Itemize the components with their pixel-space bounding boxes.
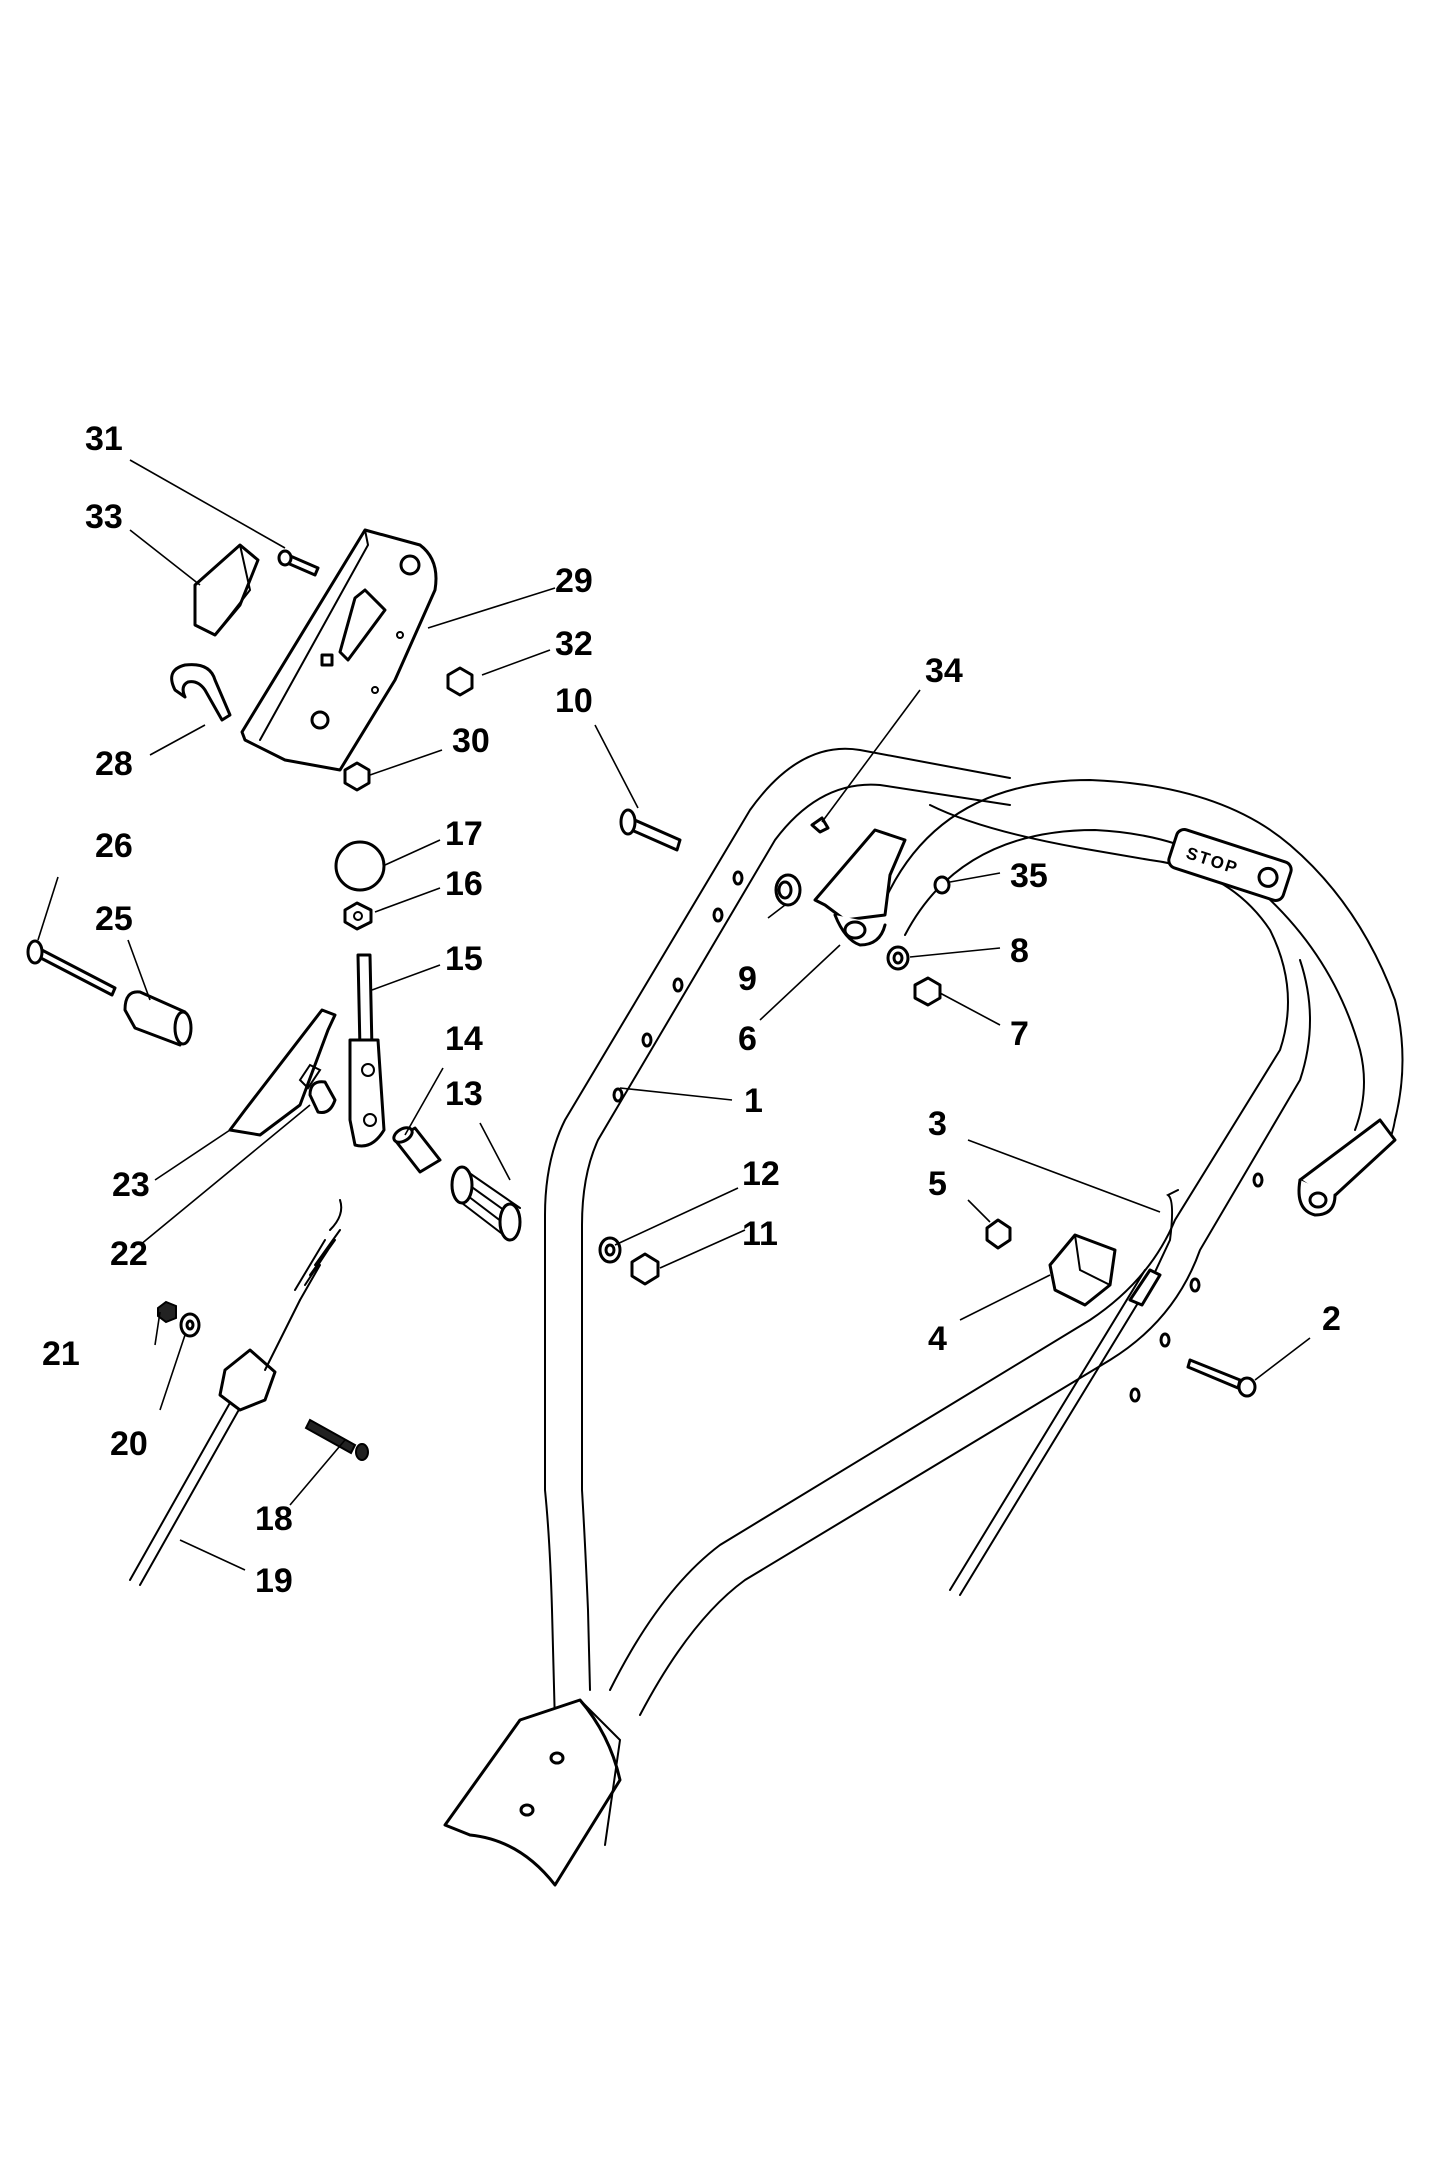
- callout-23: 23: [112, 1166, 150, 1204]
- callout-29: 29: [555, 562, 593, 600]
- callout-18: 18: [255, 1500, 293, 1538]
- part-2-screw: [1186, 1358, 1257, 1398]
- part-22-bushing: [308, 1080, 337, 1114]
- callout-3: 3: [928, 1105, 947, 1143]
- callout-17: 17: [445, 815, 483, 853]
- callout-28: 28: [95, 745, 133, 783]
- part-33-cover: [193, 543, 260, 637]
- part-21-nut: [157, 1300, 177, 1324]
- part-28-u-bolt: [170, 663, 232, 722]
- callout-32: 32: [555, 625, 593, 663]
- callout-8: 8: [1010, 932, 1029, 970]
- part-25-spacer: [123, 990, 193, 1047]
- part-17-knob: [334, 840, 386, 892]
- callout-21: 21: [42, 1335, 80, 1373]
- part-18-screw: [304, 1418, 369, 1461]
- part-3-cable: [949, 1189, 1179, 1596]
- callout-30: 30: [452, 722, 490, 760]
- callout-15: 15: [445, 940, 483, 978]
- callout-16: 16: [445, 865, 483, 903]
- callout-labels: 1 2 3 4 5 6 7 8 9 10 11 12 13 14 15 16 1…: [42, 420, 1341, 1600]
- part-26-bolt: [26, 939, 117, 997]
- callout-31: 31: [85, 420, 123, 458]
- callout-1: 1: [744, 1082, 763, 1120]
- frame-foot: [443, 1698, 622, 1887]
- part-19-cable: [129, 1199, 343, 1586]
- callout-34: 34: [925, 652, 963, 690]
- leader-lines: [37, 459, 1311, 1571]
- callout-14: 14: [445, 1020, 483, 1058]
- frame-hardware: [598, 808, 1012, 1286]
- stop-badge: STOP: [1167, 828, 1293, 902]
- callout-7: 7: [1010, 1015, 1029, 1053]
- part-16-nut: [343, 901, 373, 931]
- callout-20: 20: [110, 1425, 148, 1463]
- part-15-rod: [348, 953, 386, 1148]
- callout-4: 4: [928, 1320, 947, 1358]
- part-34-bracket: [810, 816, 907, 947]
- callout-19: 19: [255, 1562, 293, 1600]
- part-23-lever-plate: [228, 1008, 337, 1137]
- callout-12: 12: [742, 1155, 780, 1193]
- callout-2: 2: [1322, 1300, 1341, 1338]
- callout-22: 22: [110, 1235, 148, 1273]
- callout-25: 25: [95, 900, 133, 938]
- part-29-control-housing: [240, 528, 438, 772]
- callout-5: 5: [928, 1165, 947, 1203]
- frame-holes: [612, 870, 1264, 1403]
- callout-10: 10: [555, 682, 593, 720]
- part-4-clip: [1048, 1233, 1117, 1307]
- handle-frame: STOP: [443, 747, 1404, 1887]
- callout-11: 11: [742, 1215, 778, 1253]
- latch-bracket: [1297, 1118, 1397, 1217]
- callout-13: 13: [445, 1075, 483, 1113]
- callout-9: 9: [738, 960, 757, 998]
- part-13-spring: [450, 1165, 522, 1242]
- callout-35: 35: [1010, 857, 1048, 895]
- callout-6: 6: [738, 1020, 757, 1058]
- callout-33: 33: [85, 498, 123, 536]
- housing-nuts: [343, 666, 474, 792]
- part-14-sleeve: [392, 1126, 442, 1174]
- part-31-screw: [277, 549, 320, 577]
- part-20-washer: [179, 1312, 201, 1338]
- callout-26: 26: [95, 827, 133, 865]
